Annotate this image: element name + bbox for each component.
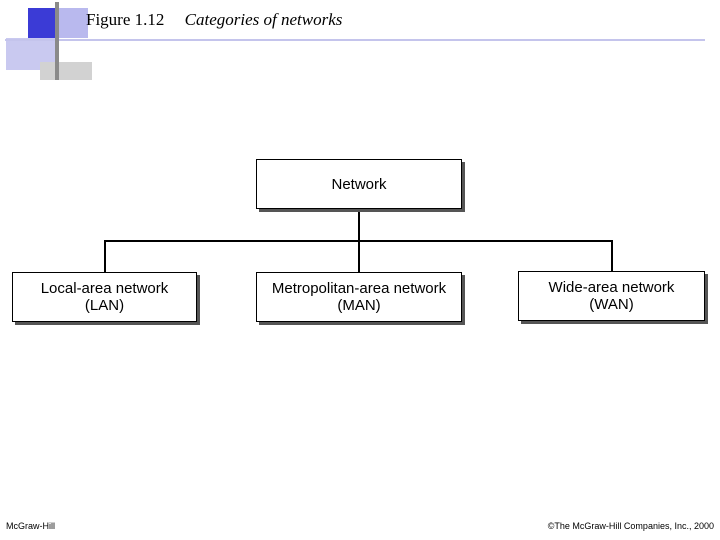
man-label: Metropolitan-area network xyxy=(271,280,447,297)
footer-publisher: McGraw-Hill xyxy=(6,521,55,531)
man-node: Metropolitan-area network (MAN) xyxy=(256,272,462,322)
wan-abbreviation: (WAN) xyxy=(589,296,634,313)
wan-label: Wide-area network xyxy=(548,279,675,296)
lan-node: Local-area network (LAN) xyxy=(12,272,197,322)
figure-caption: Categories of networks xyxy=(184,10,343,29)
connector-horizontal-bus xyxy=(104,240,613,242)
ornament-vertical-rule xyxy=(55,2,59,80)
ornament-square-light-blue xyxy=(58,8,88,38)
figure-number: Figure 1.12 xyxy=(86,10,165,29)
connector-lan-drop xyxy=(104,240,106,272)
ornament-square-gray xyxy=(40,62,92,80)
ornament-horizontal-rule xyxy=(5,39,705,41)
network-root-node: Network xyxy=(256,159,462,209)
figure-title: Figure 1.12 Categories of networks xyxy=(86,10,342,30)
lan-abbreviation: (LAN) xyxy=(84,297,125,314)
network-root-label: Network xyxy=(331,175,387,193)
footer-copyright: ©The McGraw-Hill Companies, Inc., 2000 xyxy=(547,521,714,531)
slide-ornament xyxy=(0,0,720,90)
man-abbreviation: (MAN) xyxy=(337,297,381,314)
wan-node: Wide-area network (WAN) xyxy=(518,271,705,321)
connector-wan-drop xyxy=(611,240,613,271)
ornament-square-blue xyxy=(28,8,58,38)
lan-label: Local-area network xyxy=(40,280,169,297)
